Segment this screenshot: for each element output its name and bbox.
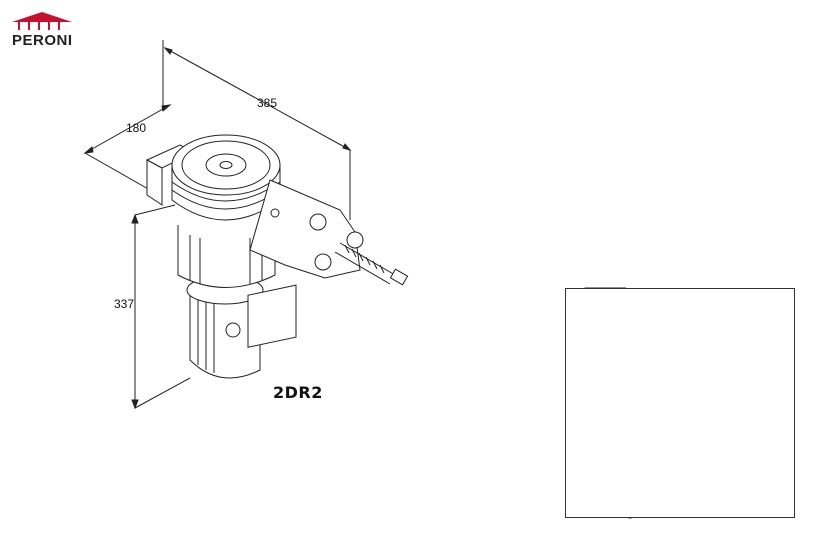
- dimension-length-label: 385: [257, 96, 278, 110]
- tensioner-plate: [249, 179, 364, 279]
- gearbox: [177, 225, 276, 288]
- logo-roof-icon: [12, 12, 72, 30]
- dimension-length-lines: [162, 40, 352, 220]
- peroni-logo: PERONI: [8, 10, 78, 50]
- dimension-height-lines: [131, 204, 191, 410]
- dimension-width-label: 180: [126, 121, 147, 135]
- model-label: 2DR2: [273, 383, 323, 402]
- motor-body: [186, 275, 297, 379]
- detail-inset-frame: [565, 288, 795, 518]
- tension-screw: [334, 242, 409, 286]
- dimension-height-label: 337: [114, 297, 135, 311]
- logo-brand-text: PERONI: [12, 32, 73, 49]
- pulley: [171, 134, 281, 221]
- dimension-width-lines: [83, 104, 172, 191]
